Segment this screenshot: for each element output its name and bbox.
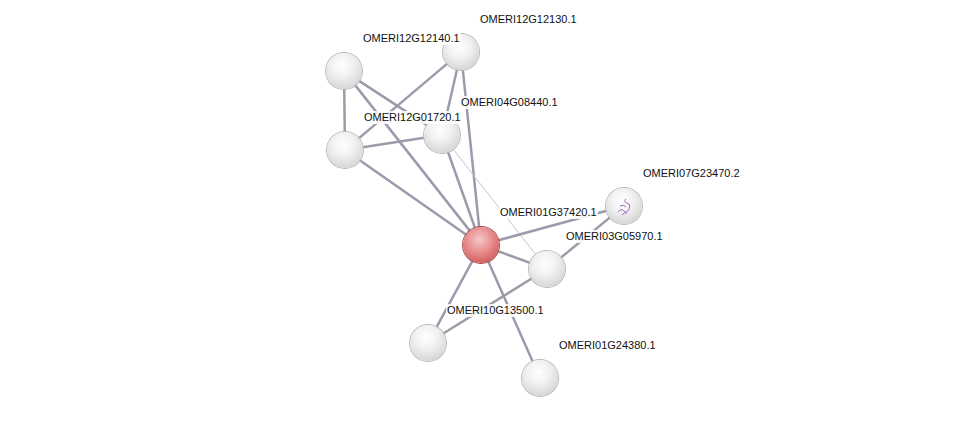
- interaction-edge: [437, 261, 473, 327]
- protein-label: OMERI12G01720.1: [363, 111, 462, 124]
- protein-label: OMERI10G13500.1: [446, 304, 545, 317]
- interaction-edge: [343, 89, 346, 132]
- interaction-edge: [498, 251, 530, 263]
- protein-label: OMERI01G37420.1: [499, 206, 598, 219]
- protein-label: OMERI01G24380.1: [558, 339, 657, 352]
- protein-node: OMERI07G23470.2: [606, 188, 642, 224]
- interaction-edge: [355, 85, 470, 231]
- structure-icon: [606, 188, 642, 224]
- interaction-edge: [448, 152, 475, 228]
- interaction-edge: [363, 138, 424, 147]
- protein-node: OMERI12G01720.1: [327, 132, 363, 168]
- protein-node: OMERI10G13500.1: [410, 325, 446, 361]
- structure-squiggle: [618, 199, 630, 215]
- protein-label: OMERI03G05970.1: [565, 230, 664, 243]
- protein-label: OMERI12G12130.1: [479, 13, 578, 26]
- protein-label: OMERI04G08440.1: [460, 96, 559, 109]
- protein-label: OMERI12G12140.1: [362, 32, 461, 45]
- protein-node: OMERI01G24380.1: [522, 360, 558, 396]
- query-protein-node: OMERI01G37420.1: [463, 227, 499, 263]
- protein-label: OMERI07G23470.2: [642, 167, 741, 180]
- protein-node: OMERI03G05970.1: [529, 251, 565, 287]
- protein-node: OMERI12G12140.1: [326, 53, 362, 89]
- interaction-edge: [360, 160, 466, 234]
